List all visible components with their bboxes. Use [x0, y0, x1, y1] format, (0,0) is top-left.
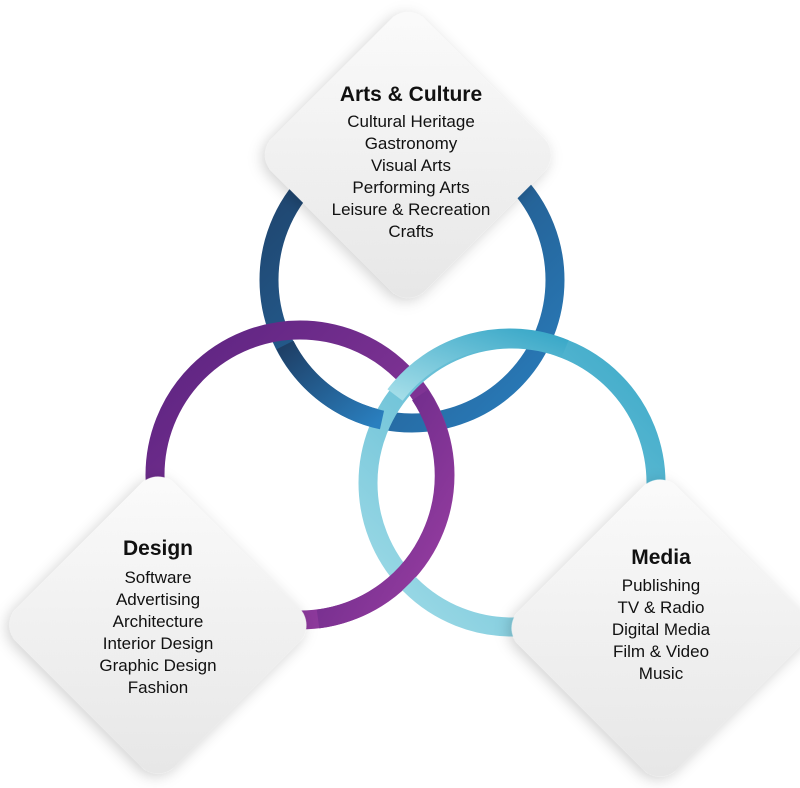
design-item-2: Advertising	[116, 590, 200, 609]
design-item-1: Software	[124, 568, 191, 587]
media-item-5: Music	[639, 664, 684, 683]
arts-culture-diamond-shape	[265, 12, 551, 298]
design-item-6: Fashion	[128, 678, 188, 697]
media-ring-front-arc	[387, 328, 569, 401]
media-item-2: TV & Radio	[618, 598, 705, 617]
arts-item-3: Visual Arts	[371, 156, 451, 175]
design-diamond-shape	[9, 476, 307, 774]
arts-culture-diamond: Arts & Culture Cultural Heritage Gastron…	[265, 12, 551, 298]
arts-item-5: Leisure & Recreation	[332, 200, 491, 219]
design-item-5: Graphic Design	[99, 656, 216, 675]
media-diamond-shape	[511, 479, 800, 777]
media-item-4: Film & Video	[613, 642, 709, 661]
media-title: Media	[631, 546, 691, 569]
design-item-3: Architecture	[113, 612, 204, 631]
media-diamond: Media Publishing TV & Radio Digital Medi…	[511, 479, 800, 777]
arts-item-1: Cultural Heritage	[347, 112, 475, 131]
media-item-3: Digital Media	[612, 620, 711, 639]
arts-ring-front-arc	[276, 340, 385, 430]
arts-item-6: Crafts	[388, 222, 433, 241]
design-diamond: Design Software Advertising Architecture…	[9, 476, 307, 774]
design-item-4: Interior Design	[103, 634, 214, 653]
arts-item-2: Gastronomy	[365, 134, 458, 153]
design-title: Design	[123, 537, 193, 560]
design-ring-front-arc	[316, 389, 454, 629]
arts-culture-title: Arts & Culture	[340, 83, 482, 106]
media-item-1: Publishing	[622, 576, 700, 595]
arts-item-4: Performing Arts	[352, 178, 469, 197]
